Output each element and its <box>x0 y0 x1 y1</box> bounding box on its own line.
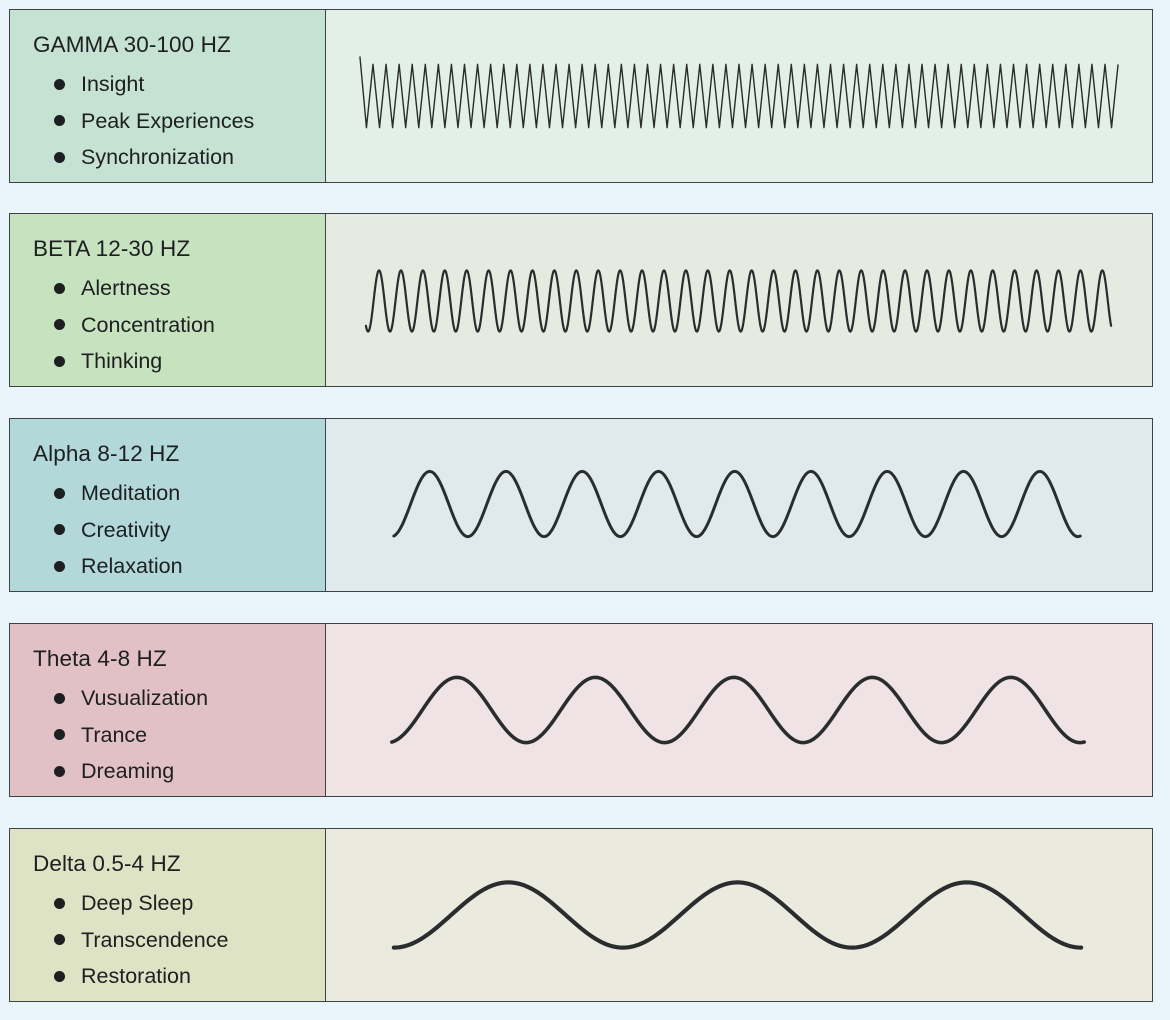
list-item: Thinking <box>33 343 325 380</box>
band-beta-label-panel: BETA 12-30 HZ Alertness Concentration Th… <box>10 214 326 386</box>
list-item: Peak Experiences <box>33 103 325 140</box>
theta-wave-graphic <box>390 675 1086 745</box>
list-item: Creativity <box>33 512 325 549</box>
band-beta-title: BETA 12-30 HZ <box>33 236 191 261</box>
list-item: Transcendence <box>33 922 325 959</box>
list-item: Concentration <box>33 307 325 344</box>
band-beta-list: Alertness Concentration Thinking <box>33 270 325 380</box>
bullet-icon <box>54 487 65 499</box>
list-item-label: Peak Experiences <box>81 108 255 133</box>
list-item: Synchronization <box>33 139 325 176</box>
band-alpha: Alpha 8-12 HZ Meditation Creativity Rela… <box>9 418 1153 592</box>
list-item-label: Alertness <box>81 276 171 300</box>
band-theta-label-panel: Theta 4-8 HZ Vusualization Trance Dreami… <box>10 624 326 796</box>
delta-wave-graphic <box>391 880 1084 950</box>
band-beta-wave-panel <box>326 214 1152 386</box>
band-delta-list: Deep Sleep Transcendence Restoration <box>33 885 325 995</box>
list-item: Trance <box>33 717 325 754</box>
bullet-icon <box>54 282 65 294</box>
band-delta-wave-panel <box>326 829 1152 1001</box>
list-item: Restoration <box>33 958 325 995</box>
band-alpha-label-panel: Alpha 8-12 HZ Meditation Creativity Rela… <box>10 419 326 591</box>
band-delta-title: Delta 0.5-4 HZ <box>33 851 181 876</box>
list-item-label: Synchronization <box>81 145 234 169</box>
list-item-label: Insight <box>81 72 145 96</box>
band-beta: BETA 12-30 HZ Alertness Concentration Th… <box>9 213 1153 387</box>
bullet-icon <box>54 897 65 909</box>
alpha-wave-graphic <box>392 469 1082 539</box>
band-theta-title: Theta 4-8 HZ <box>33 646 167 671</box>
band-alpha-title: Alpha 8-12 HZ <box>33 441 180 466</box>
band-delta: Delta 0.5-4 HZ Deep Sleep Transcendence … <box>9 828 1153 1002</box>
list-item-label: Trance <box>81 722 148 747</box>
delta-wave-line <box>391 880 1084 950</box>
list-item: Relaxation <box>33 548 325 585</box>
bullet-icon <box>54 729 65 741</box>
band-delta-label-panel: Delta 0.5-4 HZ Deep Sleep Transcendence … <box>10 829 326 1001</box>
list-item: Vusualization <box>33 680 325 717</box>
theta-wave-line <box>390 675 1086 745</box>
bullet-icon <box>54 934 65 946</box>
bullet-icon <box>54 765 65 777</box>
band-gamma-title: GAMMA 30-100 HZ <box>33 32 231 57</box>
band-gamma-wave-panel <box>326 10 1152 182</box>
list-item-label: Restoration <box>81 964 191 988</box>
list-item: Alertness <box>33 270 325 307</box>
band-alpha-wave-panel <box>326 419 1152 591</box>
list-item: Deep Sleep <box>33 885 325 922</box>
bullet-icon <box>54 355 65 367</box>
band-gamma: GAMMA 30-100 HZ Insight Peak Experiences… <box>9 9 1153 183</box>
alpha-wave-line <box>392 469 1082 539</box>
band-theta-list: Vusualization Trance Dreaming <box>33 680 325 790</box>
bullet-icon <box>54 970 65 982</box>
list-item-label: Vusualization <box>81 686 209 710</box>
bullet-icon <box>54 115 65 127</box>
bullet-icon <box>54 151 65 163</box>
list-item-label: Dreaming <box>81 759 175 783</box>
list-item: Meditation <box>33 475 325 512</box>
list-item: Dreaming <box>33 753 325 790</box>
beta-wave-graphic <box>364 269 1113 333</box>
bullet-icon <box>54 560 65 572</box>
bullet-icon <box>54 524 65 536</box>
bullet-icon <box>54 319 65 331</box>
band-alpha-list: Meditation Creativity Relaxation <box>33 475 325 585</box>
list-item-label: Deep Sleep <box>81 891 194 915</box>
beta-wave-line <box>364 269 1113 333</box>
list-item-label: Relaxation <box>81 554 183 578</box>
list-item: Insight <box>33 66 325 103</box>
gamma-wave-line <box>359 56 1119 129</box>
list-item-label: Thinking <box>81 349 163 373</box>
list-item-label: Transcendence <box>81 927 229 952</box>
band-gamma-label-panel: GAMMA 30-100 HZ Insight Peak Experiences… <box>10 10 326 182</box>
list-item-label: Concentration <box>81 312 215 337</box>
band-theta: Theta 4-8 HZ Vusualization Trance Dreami… <box>9 623 1153 797</box>
gamma-wave-graphic <box>359 56 1119 129</box>
bullet-icon <box>54 78 65 90</box>
band-theta-wave-panel <box>326 624 1152 796</box>
bullet-icon <box>54 692 65 704</box>
list-item-label: Meditation <box>81 481 181 505</box>
list-item-label: Creativity <box>81 517 171 542</box>
band-gamma-list: Insight Peak Experiences Synchronization <box>33 66 325 176</box>
